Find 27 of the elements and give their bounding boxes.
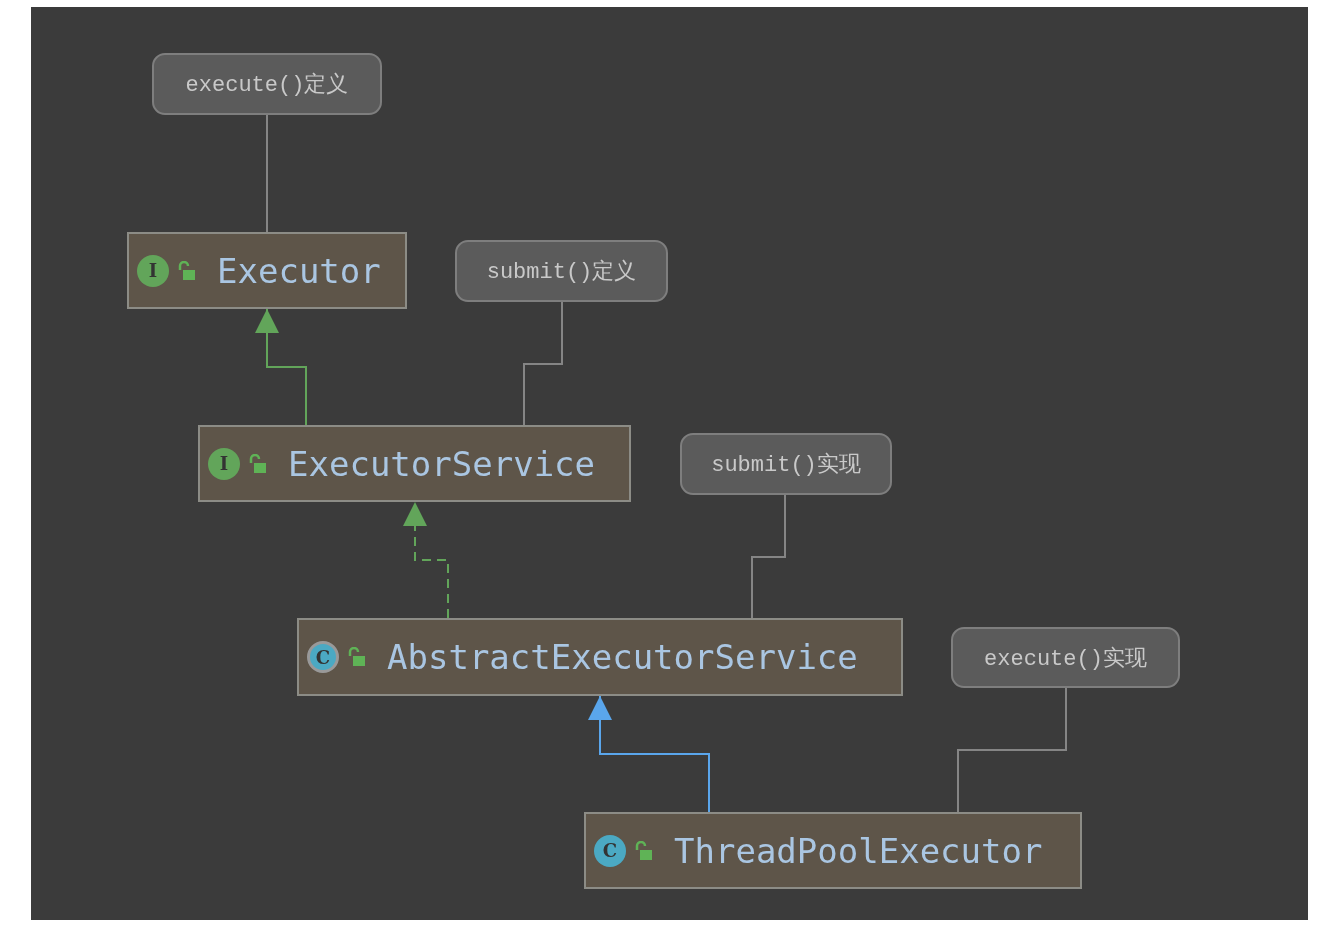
note-connector	[266, 114, 268, 233]
class-name: ThreadPoolExecutor	[674, 830, 1043, 871]
note-text: execute()实现	[984, 645, 1147, 673]
class-name: Executor	[217, 250, 381, 291]
class-name: AbstractExecutorService	[387, 637, 858, 677]
inheritance-arrow	[255, 308, 307, 426]
class-box	[127, 232, 407, 309]
note-connector	[523, 301, 563, 426]
note-box	[152, 53, 382, 115]
inheritance-arrow	[588, 695, 710, 813]
type-badge: C	[307, 641, 339, 673]
note-connector	[957, 687, 1067, 813]
note-box	[951, 627, 1180, 688]
note-box	[680, 433, 892, 495]
type-badge: I	[137, 254, 169, 287]
note-text: execute()定义	[185, 71, 349, 99]
note-box	[455, 240, 668, 302]
class-box	[584, 812, 1082, 889]
note-text: submit()实现	[711, 451, 861, 479]
note-text: submit()定义	[486, 258, 637, 286]
class-box	[297, 618, 903, 696]
inheritance-arrow	[403, 501, 449, 619]
type-badge: I	[208, 447, 240, 480]
type-badge: C	[594, 834, 626, 867]
class-name: ExecutorService	[288, 443, 596, 484]
class-box	[198, 425, 631, 502]
note-connector	[751, 494, 786, 619]
